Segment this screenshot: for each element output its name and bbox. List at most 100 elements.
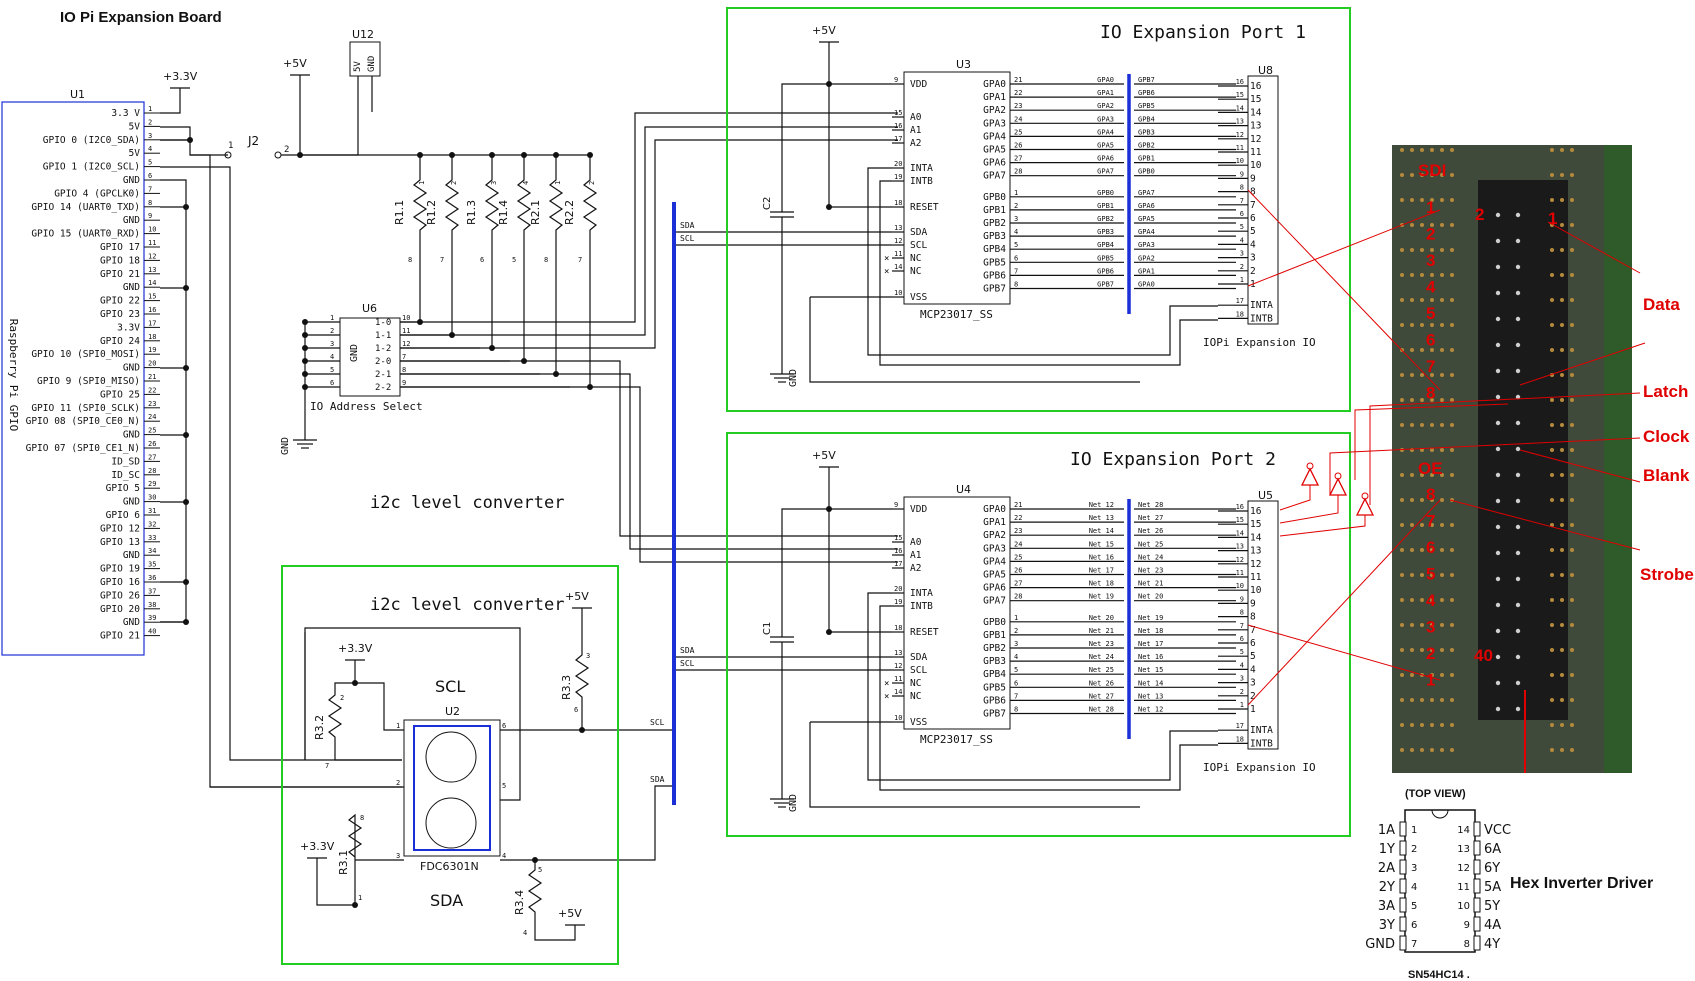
u4-left-pin: 17 (894, 560, 902, 568)
u3-net-right: GPB1 (1138, 155, 1155, 163)
u3-right-label: GPB2 (983, 218, 1006, 229)
inv-left-label: 1Y (1379, 842, 1395, 857)
u8-pin-num: 10 (1236, 157, 1244, 165)
rail-3v3-lower: +3.3V (300, 840, 335, 853)
inv-right-pin: 14 (1457, 825, 1470, 836)
u1-pin-label: GPIO 08 (SPI0_CE0_N) (26, 416, 140, 427)
upper-pin-num: 8 (1426, 384, 1435, 403)
u3-net-left: GPB3 (1097, 228, 1114, 236)
port1-frame (726, 7, 1351, 412)
pin1-label: 1 (1548, 209, 1557, 228)
u1-pin-label: GND (123, 497, 140, 508)
u4-right-label: GPB6 (983, 695, 1006, 706)
resistor-pin: 5 (512, 256, 516, 264)
u1-pin-label: GPIO 12 (100, 523, 140, 534)
u1-pin-number: 14 (148, 279, 156, 287)
r31-pin: 8 (360, 814, 364, 822)
u4-net-right: Net 20 (1138, 593, 1163, 601)
u1-pin-label: GND (123, 363, 140, 374)
u4-left-pin: 20 (894, 585, 902, 593)
u4-left-pin: 9 (894, 501, 898, 509)
u3-left-pin: 15 (894, 109, 902, 117)
u4-net-right: Net 14 (1138, 679, 1163, 687)
level-sda-net: SDA (650, 775, 665, 784)
u2-ref: U2 (445, 705, 460, 718)
u1-pin-number: 29 (148, 480, 156, 488)
r32-pin: 2 (340, 694, 344, 702)
u1-pin-label: GND (123, 282, 140, 293)
inv-left-label: GND (1365, 937, 1395, 952)
u6-left-pin: 3 (330, 340, 334, 348)
u3-left-pin: 13 (894, 224, 902, 232)
upper-pin-num: 7 (1426, 357, 1435, 376)
u5-pin-label: 16 (1250, 506, 1262, 517)
port2-gnd: GND (788, 794, 799, 812)
u3-left-pin: 18 (894, 199, 902, 207)
level-converter-frame (281, 565, 619, 965)
u4-right-pin: 26 (1014, 567, 1022, 575)
u8-pin-num: 8 (1240, 184, 1244, 192)
r31-label: R3.1 (337, 850, 350, 875)
r34-pin: 5 (538, 866, 542, 874)
u4-left-label: VDD (910, 504, 927, 515)
u1-pin-label: GPIO 11 (SPI0_SCLK) (31, 403, 140, 414)
u3-left-label: SDA (910, 227, 927, 238)
u2-part: FDC6301N (420, 860, 479, 873)
rail-5v-r34: +5V (558, 907, 582, 920)
u1-pin-label: GPIO 5 (106, 483, 140, 494)
u6-right-pin: 9 (402, 379, 406, 387)
u5-pin-num: 15 (1236, 516, 1244, 524)
u4-left-label: A2 (910, 563, 921, 574)
u8-pin-label: 7 (1250, 200, 1256, 211)
resistor-pin: 8 (408, 256, 412, 264)
u3-net-left: GPA1 (1097, 89, 1114, 97)
inverter-top-view: (TOP VIEW) (1405, 788, 1466, 800)
u6-right-pin: 7 (402, 353, 406, 361)
inv-left-pin: 3 (1411, 863, 1417, 874)
u5-pin-label: 1 (1250, 704, 1256, 715)
u5-pin-num: 1 (1240, 701, 1244, 709)
inv-right-pin: 11 (1457, 882, 1470, 893)
u1-pin-label: GPIO 16 (100, 577, 140, 588)
u4-right-pin: 23 (1014, 527, 1022, 535)
u1-pin-number: 9 (148, 212, 152, 220)
u1-pin-label: GPIO 15 (UART0_RXD) (31, 229, 140, 240)
inv-right-pin: 8 (1464, 939, 1470, 950)
u4-right-pin: 6 (1014, 679, 1018, 687)
port2-scl-net: SCL (680, 659, 695, 668)
u4-net-right: Net 27 (1138, 514, 1163, 522)
u5-pin-num: 4 (1240, 661, 1244, 669)
u2-pin: 5 (502, 782, 506, 790)
u3-net-right: GPA0 (1138, 281, 1155, 289)
inv-left-label: 1A (1378, 823, 1395, 838)
u3-right-label: GPB4 (983, 244, 1006, 255)
inv-right-label: 5Y (1484, 899, 1500, 914)
u3-left-label: A0 (910, 112, 922, 123)
u3-net-right: GPA7 (1138, 189, 1155, 197)
u1-pin-label: GPIO 18 (100, 255, 140, 266)
u4-left-pin: 19 (894, 598, 902, 606)
u8-pin-num: 13 (1236, 118, 1244, 126)
u1-pin-number: 39 (148, 614, 156, 622)
u1-pin-number: 22 (148, 386, 156, 394)
u3-net-right: GPA1 (1138, 267, 1155, 275)
u3-right-label: GPA5 (983, 145, 1006, 156)
inv-right-pin: 12 (1457, 863, 1470, 874)
resistor-label: R1.4 (497, 200, 510, 225)
u8-pin-label: 3 (1250, 253, 1256, 264)
u3-right-label: GPA3 (983, 118, 1006, 129)
lower-pin-num: 8 (1426, 485, 1435, 504)
upper-pin-num: 1 (1426, 198, 1435, 217)
u1-pin-number: 36 (148, 574, 156, 582)
u3-right-label: GPB0 (983, 192, 1006, 203)
u5-pin-label: 10 (1250, 585, 1262, 596)
inv-right-label: 5A (1484, 880, 1501, 895)
lower-pin-num: 2 (1426, 644, 1435, 663)
u3-left-pin: 10 (894, 289, 902, 297)
mosfet-u2: SCL U2 FDC6301N SDA (403, 677, 501, 910)
u3-left-pin: 11 (894, 250, 902, 258)
u4-net-right: Net 17 (1138, 640, 1163, 648)
u3-net-left: GPA4 (1097, 128, 1114, 136)
u4-left-label: A1 (910, 550, 922, 561)
lower-pin-num: 5 (1426, 565, 1435, 584)
